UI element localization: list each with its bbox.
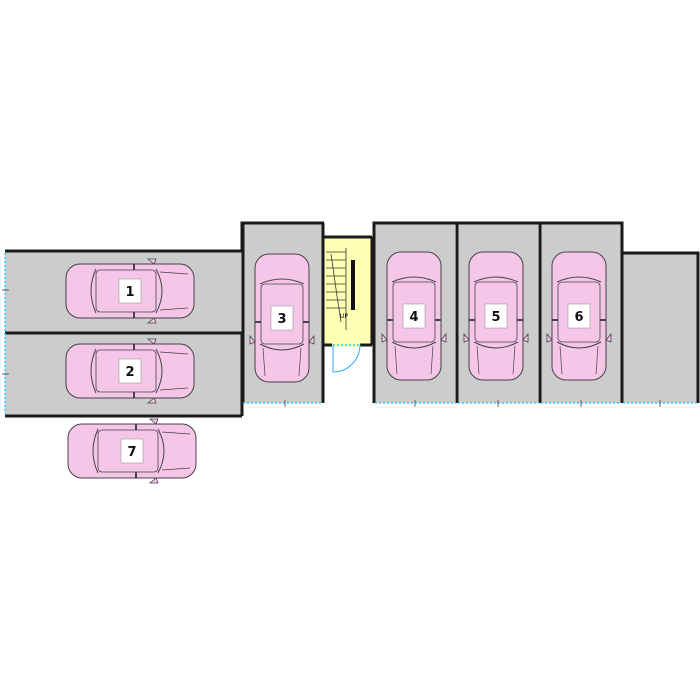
space-number-label: 5: [491, 310, 500, 325]
car-windshield: [155, 348, 163, 394]
car-hood-line: [430, 345, 434, 375]
end-bay-floor: [623, 253, 698, 403]
car-hood-line: [159, 387, 189, 391]
stair-handrail: [351, 260, 355, 310]
car-windshield: [473, 341, 519, 349]
car-hood-line: [159, 271, 189, 275]
car-rear-window: [90, 348, 97, 394]
car-rear-window: [92, 428, 99, 474]
number-box: [270, 305, 294, 331]
car-hood-line: [595, 345, 599, 375]
car-mirror: [146, 258, 157, 265]
space-number-1: 1: [118, 278, 142, 304]
car-mirror: [249, 334, 256, 345]
car-roof: [95, 349, 157, 393]
car-mirror: [605, 332, 612, 343]
car-rear-window: [259, 278, 305, 285]
car-hood-line: [559, 345, 563, 375]
space-number-6: 6: [567, 303, 591, 329]
space-number-2: 2: [118, 358, 142, 384]
space-number-5: 5: [484, 303, 508, 329]
walls: [5, 221, 700, 418]
car-windshield: [157, 428, 165, 474]
car-mirror: [463, 332, 470, 343]
car-windshield: [391, 341, 437, 349]
car-mirror: [522, 332, 529, 343]
car-roof: [97, 429, 159, 473]
car-mirror: [308, 334, 315, 345]
car-mirror: [148, 418, 159, 425]
car-roof: [392, 281, 436, 343]
number-box: [402, 303, 426, 329]
car-roof: [557, 281, 601, 343]
number-box: [118, 358, 142, 384]
car-windshield: [556, 341, 602, 349]
car-rear-window: [90, 268, 97, 314]
space-number-label: 3: [277, 312, 286, 327]
space-number-7: 7: [120, 438, 144, 464]
car-roof: [260, 283, 304, 345]
car-rear-window: [556, 276, 602, 283]
car-hood-line: [159, 351, 189, 355]
car-roof: [474, 281, 518, 343]
car-mirror: [146, 397, 157, 404]
space-number-label: 2: [125, 365, 134, 380]
number-box: [484, 303, 508, 329]
number-box: [118, 278, 142, 304]
car-hood-line: [476, 345, 480, 375]
car-hood-line: [512, 345, 516, 375]
car-mirror: [146, 317, 157, 324]
car-hood-line: [394, 345, 398, 375]
space-number-label: 7: [127, 445, 136, 460]
car-mirror: [546, 332, 553, 343]
car-rear-window: [391, 276, 437, 283]
car-windshield: [155, 268, 163, 314]
car-rear-window: [473, 276, 519, 283]
stair-treads: [326, 248, 347, 330]
space-number-label: 4: [409, 310, 418, 325]
opening-ticks: [2, 289, 661, 407]
space-number-3: 3: [270, 305, 294, 331]
car-roof: [95, 269, 157, 313]
car-hood-line: [159, 307, 189, 311]
car-mirror: [440, 332, 447, 343]
stair-up-label: UP: [340, 313, 348, 320]
car-hood-line: [262, 347, 266, 377]
car-mirror: [148, 477, 159, 484]
space-number-4: 4: [402, 303, 426, 329]
number-box: [120, 438, 144, 464]
car-mirror: [146, 338, 157, 345]
number-box: [567, 303, 591, 329]
car-hood-line: [298, 347, 302, 377]
space-number-label: 6: [574, 310, 583, 325]
car-hood-line: [161, 467, 191, 471]
entrance-door: [332, 344, 361, 373]
car-mirror: [381, 332, 388, 343]
cars: 1 2 3 4 5 6 7: [65, 251, 612, 484]
car-windshield: [259, 343, 305, 351]
space-number-label: 1: [125, 285, 134, 300]
car-hood-line: [161, 431, 191, 435]
